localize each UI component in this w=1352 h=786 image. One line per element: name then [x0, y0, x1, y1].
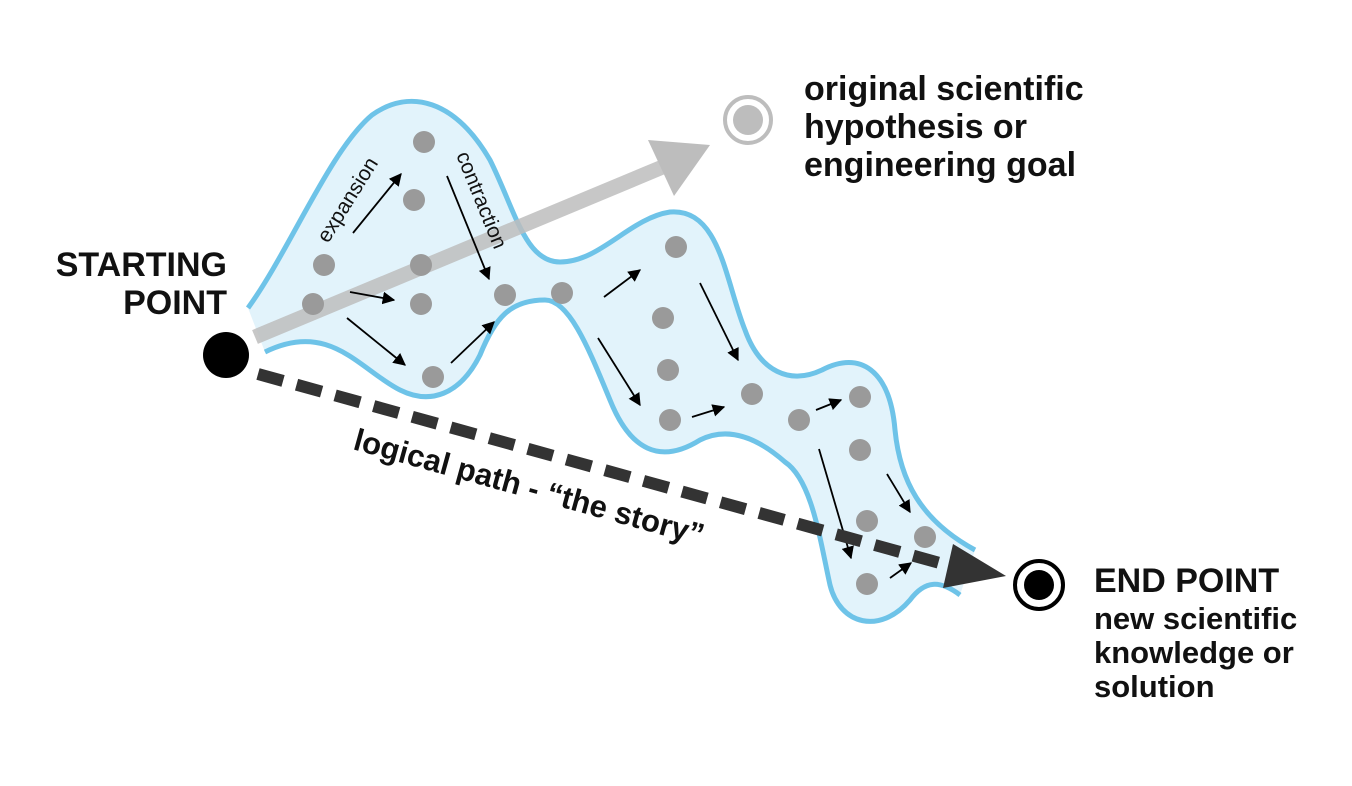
arrow: [446, 175, 491, 281]
dot: [657, 359, 679, 381]
original-goal-node-core: [733, 105, 763, 135]
dot: [914, 526, 936, 548]
dot: [849, 386, 871, 408]
end-point-subtitle: new scientific knowledge or solution: [1094, 601, 1298, 704]
arrow: [597, 337, 641, 407]
logical-path-line: [256, 368, 967, 576]
dot: [665, 236, 687, 258]
dot: [551, 282, 573, 304]
dot: [856, 573, 878, 595]
dot: [302, 293, 324, 315]
arrow: [889, 562, 913, 579]
end-point-node-core: [1024, 570, 1054, 600]
dot: [856, 510, 878, 532]
starting-point-node: [203, 332, 249, 378]
arrow: [352, 173, 402, 234]
arrow: [346, 317, 406, 366]
exploration-region: [248, 101, 975, 622]
dot: [422, 366, 444, 388]
region-upper-boundary: [245, 98, 977, 553]
arrow: [691, 404, 726, 418]
arrow: [815, 398, 843, 411]
arrow: [886, 473, 911, 514]
original-goal-arrow-shaft: [252, 159, 668, 344]
end-point-title: END POINT: [1094, 562, 1280, 600]
dot: [413, 131, 435, 153]
original-goal-label: original scientific hypothesis or engine…: [804, 70, 1084, 184]
dot: [849, 439, 871, 461]
arrow: [603, 269, 642, 298]
dot: [313, 254, 335, 276]
dot: [494, 284, 516, 306]
original-goal-arrowhead: [648, 140, 710, 196]
region-lower-boundary: [263, 297, 962, 624]
dot: [652, 307, 674, 329]
dot: [410, 254, 432, 276]
logical-path-arrowhead: [943, 544, 1006, 588]
dot: [410, 293, 432, 315]
dot: [659, 409, 681, 431]
exploration-dots: [302, 131, 936, 595]
arrow: [699, 282, 739, 362]
dot: [788, 409, 810, 431]
arrow: [349, 291, 396, 305]
dot: [403, 189, 425, 211]
dot: [741, 383, 763, 405]
arrow: [450, 321, 495, 364]
starting-point-label: STARTING POINT: [55, 246, 227, 322]
